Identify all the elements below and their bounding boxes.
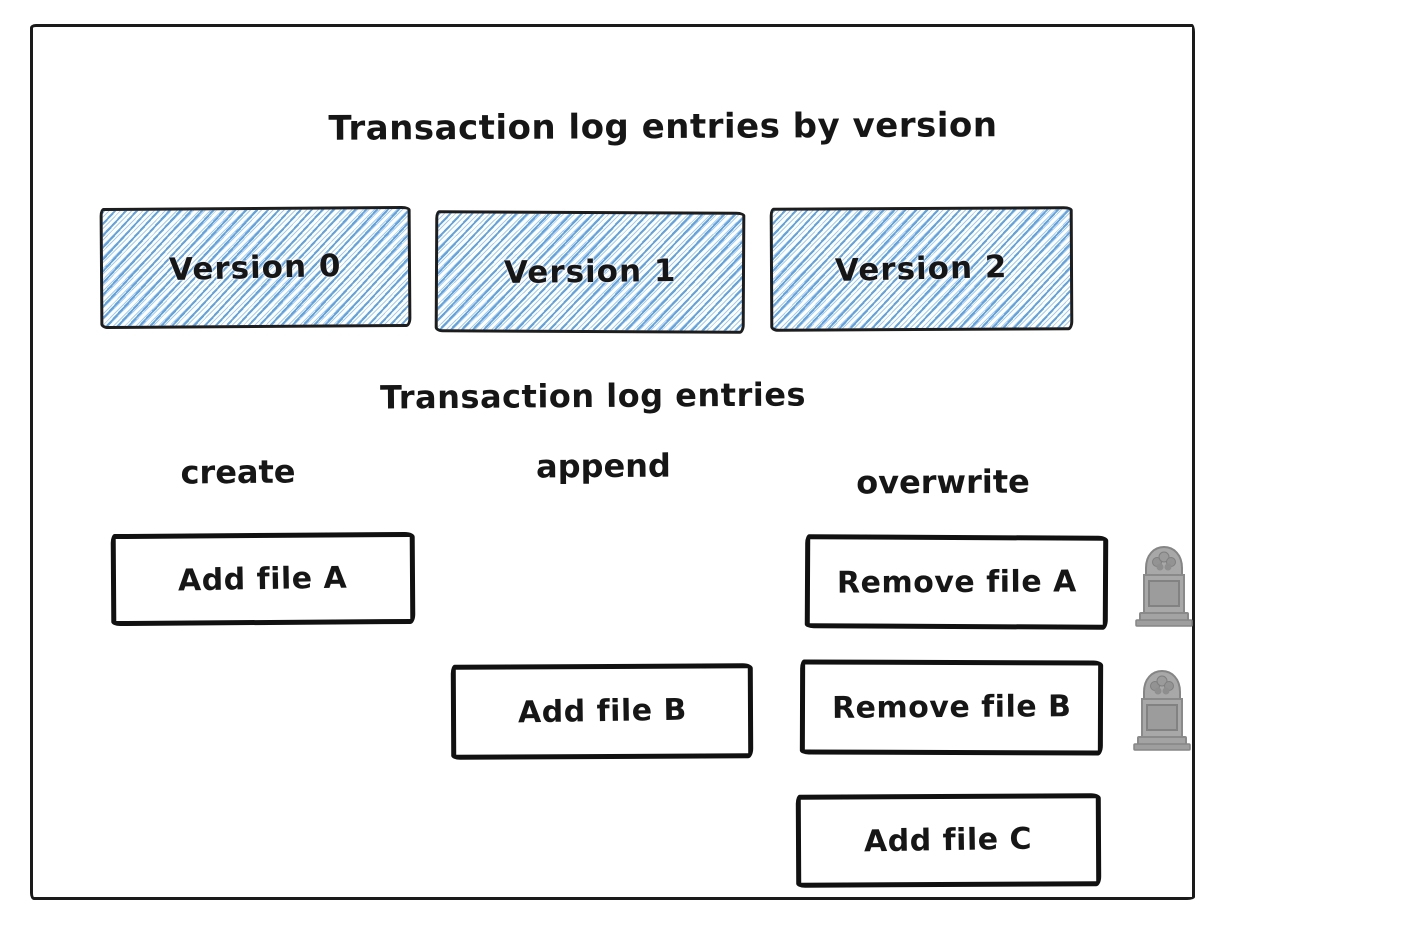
version-1-label: Version 1 [503,252,677,292]
diagram-subtitle: Transaction log entries [379,375,807,417]
column-header-create: create [180,452,296,492]
diagram-title: Transaction log entries by version [328,105,998,149]
entry-add-file-b-label: Add file B [517,692,687,731]
version-0-label: Version 0 [168,247,343,288]
column-header-overwrite: overwrite [856,462,1030,502]
tombstone-icon [1130,539,1198,627]
entry-add-file-c-label: Add file C [864,821,1033,860]
version-2-label: Version 2 [834,249,1009,289]
tombstone-icon [1128,663,1196,751]
entry-remove-file-a: Remove file A [804,534,1109,630]
column-header-append: append [535,446,672,486]
version-0-box: Version 0 [99,205,412,330]
entry-add-file-b: Add file B [450,663,754,760]
entry-remove-file-b-label: Remove file B [831,689,1072,726]
diagram-frame: Transaction log entries by version Versi… [30,24,1195,900]
version-2-box: Version 2 [769,206,1074,332]
entry-add-file-a: Add file A [110,531,416,627]
entry-add-file-a-label: Add file A [178,560,348,598]
version-1-box: Version 1 [434,210,746,334]
entry-add-file-c: Add file C [795,793,1102,888]
entry-remove-file-b: Remove file B [799,659,1104,756]
entry-remove-file-a-label: Remove file A [836,563,1077,601]
